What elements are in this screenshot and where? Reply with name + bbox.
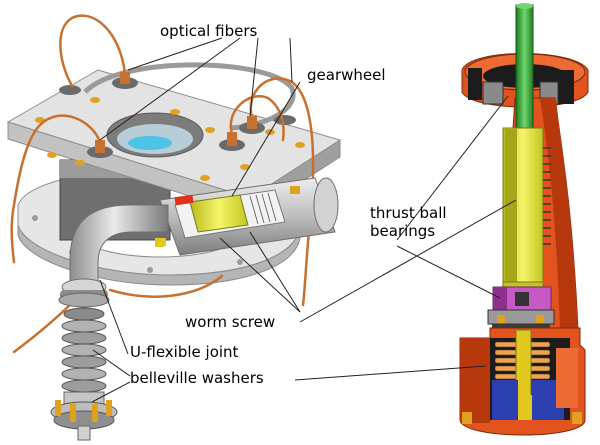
green-shaft: [515, 4, 534, 134]
top-flange: [461, 53, 589, 108]
leader-lines: [91, 37, 517, 403]
label-gearwheel: gearwheel: [307, 66, 386, 84]
worm-gear-housing: [159, 177, 339, 256]
label-thrust-ball-bearings-line2: bearings: [370, 222, 436, 240]
magenta-collar: [492, 286, 552, 312]
cutaway-assembly: [459, 3, 589, 436]
belleville-washer-stack: [50, 290, 118, 441]
lower-housing: [459, 327, 586, 436]
plate-bolts: [35, 97, 305, 181]
label-u-flexible-joint: U-flexible joint: [130, 343, 239, 361]
label-belleville-washers: belleville washers: [130, 369, 264, 387]
top-plate: [6, 62, 342, 216]
label-thrust-ball-bearings-line1: thrust ball: [370, 204, 447, 222]
optical-fiber-wires: [10, 14, 315, 354]
fiber-connectors: [59, 72, 296, 158]
bearing-block: [487, 309, 555, 330]
rotator-assembly: [6, 14, 342, 441]
label-worm-screw: worm screw: [185, 313, 276, 331]
label-optical-fibers: optical fibers: [160, 22, 258, 40]
